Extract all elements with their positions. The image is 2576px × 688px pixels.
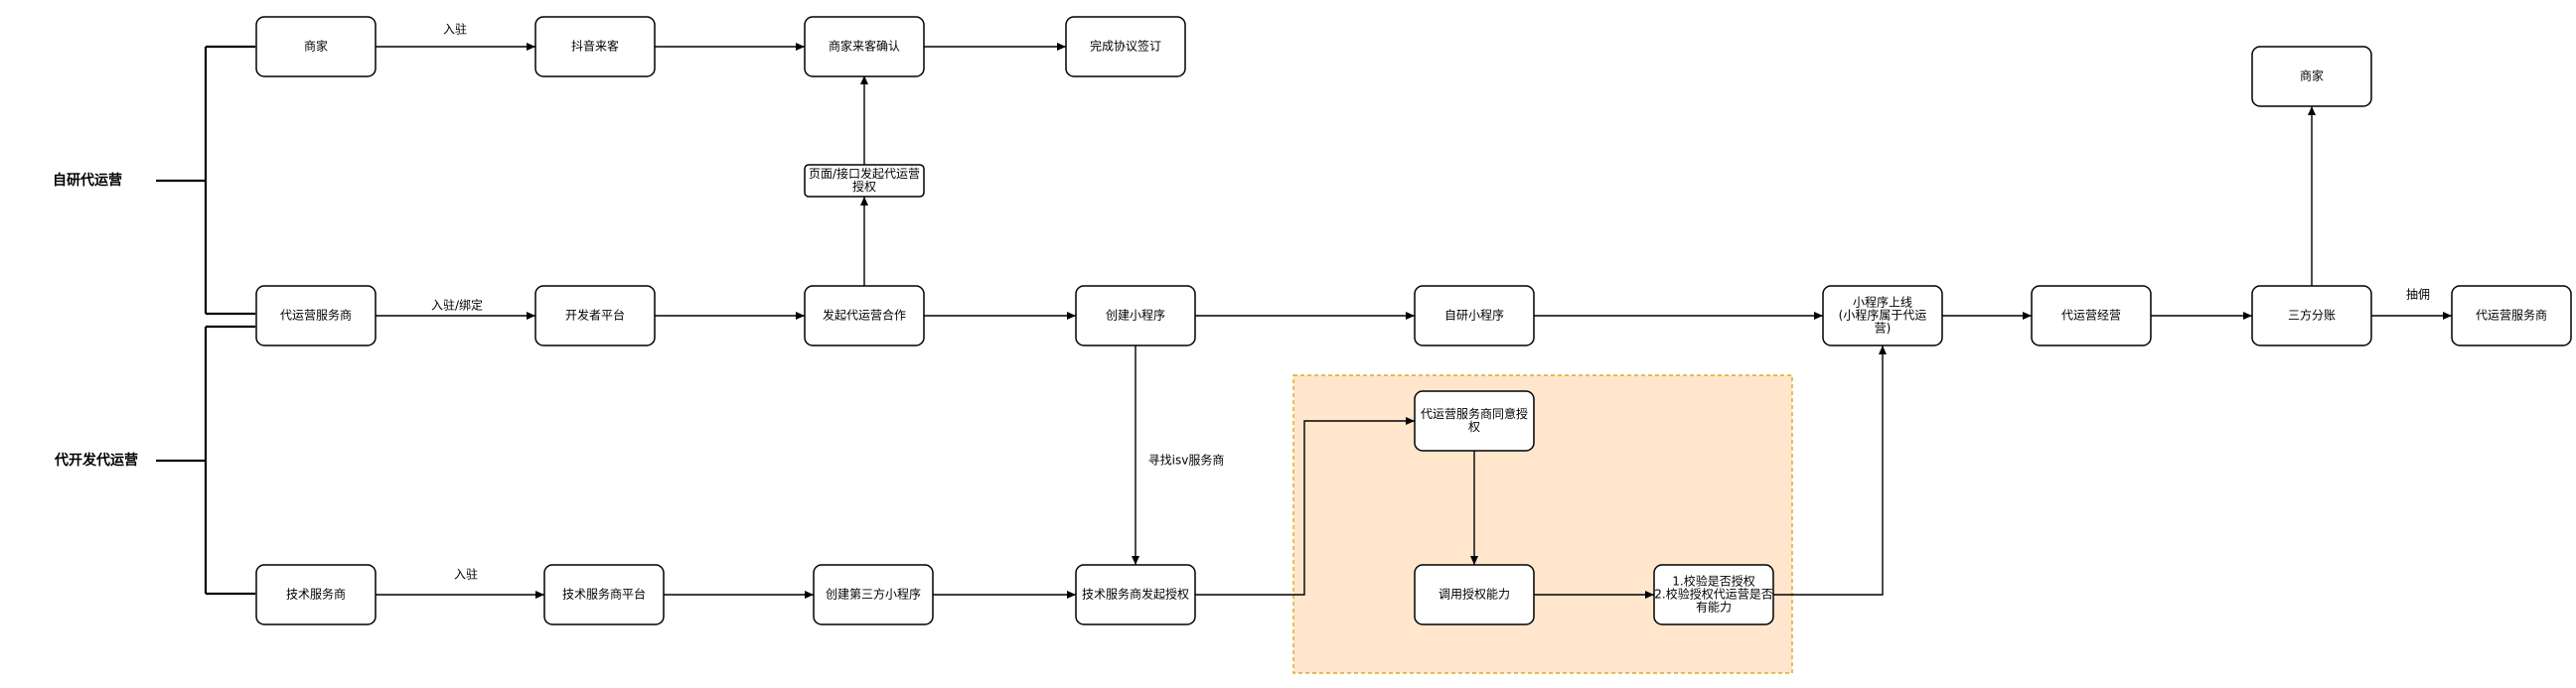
node-label-mp-online: 小程序上线(小程序属于代运营)	[1839, 295, 1927, 336]
node-create-mp: 创建小程序	[1075, 285, 1196, 346]
node-create-third: 创建第三方小程序	[813, 564, 934, 625]
node-box-page-api	[804, 164, 925, 198]
node-dev-platform: 开发者平台	[534, 285, 656, 346]
self-operation-brace	[156, 45, 255, 316]
node-label-tech-platform: 技术服务商平台	[562, 587, 646, 602]
node-self-mp: 自研小程序	[1414, 285, 1535, 346]
node-box-merchant-right	[2251, 46, 2372, 107]
edge-label-find-isv-bg	[1142, 451, 1232, 469]
node-box-create-third	[813, 564, 934, 625]
node-douyin: 抖音来客	[534, 16, 656, 77]
node-label-create-mp: 创建小程序	[1106, 308, 1165, 323]
node-box-check	[1653, 564, 1774, 625]
node-box-create-mp	[1075, 285, 1196, 346]
node-label-self-mp: 自研小程序	[1444, 308, 1504, 323]
node-op-provider-end: 代运营服务商	[2451, 285, 2572, 346]
node-box-tech-auth	[1075, 564, 1196, 625]
node-tech-auth: 技术服务商发起授权	[1075, 564, 1196, 625]
edge-techauth-to-opagree	[1195, 417, 1415, 596]
edges	[376, 43, 2452, 599]
node-box-douyin	[534, 16, 656, 77]
node-box-op-provider-end	[2451, 285, 2572, 346]
authorization-region	[1292, 374, 1793, 674]
node-label-merchant-confirm: 商家来客确认	[829, 39, 900, 54]
node-label-agreement: 完成协议签订	[1090, 39, 1161, 54]
node-box-mp-online	[1822, 285, 1943, 346]
edge-label-join-bind: 入驻/绑定	[431, 298, 483, 313]
node-box-self-mp	[1414, 285, 1535, 346]
node-label-op-provider: 代运营服务商	[280, 308, 352, 323]
edge-label-commission: 抽佣	[2406, 288, 2430, 302]
node-call-auth: 调用授权能力	[1414, 564, 1535, 625]
node-mp-online: 小程序上线(小程序属于代运营)	[1822, 285, 1943, 346]
node-agreement: 完成协议签订	[1065, 16, 1186, 77]
edge-label-find-isv: 寻找isv服务商	[1148, 453, 1225, 468]
edge-check-to-online	[1773, 345, 1887, 596]
node-page-api: 页面/接口发起代运营授权	[804, 164, 925, 198]
dev-operation-brace	[156, 325, 255, 596]
node-box-merchant-top	[255, 16, 377, 77]
node-merchant-right: 商家	[2251, 46, 2372, 107]
node-label-op-provider-end: 代运营服务商	[2476, 308, 2547, 323]
group-label-dev-operation: 代开发代运营	[54, 452, 138, 469]
node-label-op-manage: 代运营经营	[2061, 309, 2121, 323]
edge-label-join-top: 入驻	[443, 22, 467, 37]
edge-label-join-bottom: 入驻	[454, 567, 478, 582]
node-init-coop: 发起代运营合作	[804, 285, 925, 346]
node-op-manage: 代运营经营	[2031, 285, 2152, 346]
node-box-tech-platform	[543, 564, 665, 625]
node-box-op-provider	[255, 285, 377, 346]
node-op-agree: 代运营服务商同意授权	[1414, 390, 1535, 452]
node-label-douyin: 抖音来客	[571, 39, 619, 54]
node-merchant-top: 商家	[255, 16, 377, 77]
node-profit-share: 三方分账	[2251, 285, 2372, 346]
node-label-call-auth: 调用授权能力	[1439, 587, 1510, 602]
node-box-dev-platform	[534, 285, 656, 346]
node-box-tech-provider	[255, 564, 377, 625]
node-label-merchant-right: 商家	[2300, 69, 2324, 83]
group-label-self-operation: 自研代运营	[53, 172, 122, 189]
node-label-init-coop: 发起代运营合作	[823, 308, 906, 323]
node-box-profit-share	[2251, 285, 2372, 346]
node-label-op-agree: 代运营服务商同意授权	[1421, 406, 1528, 434]
node-label-profit-share: 三方分账	[2288, 308, 2336, 323]
edge-labels: 入驻 入驻/绑定 寻找isv服务商 入驻 抽佣	[431, 22, 2430, 582]
node-op-provider: 代运营服务商	[255, 285, 377, 346]
node-tech-provider: 技术服务商	[255, 564, 377, 625]
node-label-tech-auth: 技术服务商发起授权	[1082, 587, 1189, 602]
node-box-op-manage	[2031, 285, 2152, 346]
node-label-create-third: 创建第三方小程序	[826, 587, 921, 602]
node-box-call-auth	[1414, 564, 1535, 625]
node-tech-platform: 技术服务商平台	[543, 564, 665, 625]
node-box-init-coop	[804, 285, 925, 346]
node-label-page-api: 页面/接口发起代运营授权	[809, 166, 920, 194]
node-box-agreement	[1065, 16, 1186, 77]
node-label-merchant-top: 商家	[304, 39, 328, 54]
node-label-tech-provider: 技术服务商	[286, 587, 346, 602]
node-merchant-confirm: 商家来客确认	[804, 16, 925, 77]
node-box-op-agree	[1414, 390, 1535, 452]
node-label-dev-platform: 开发者平台	[565, 308, 625, 323]
node-box-merchant-confirm	[804, 16, 925, 77]
